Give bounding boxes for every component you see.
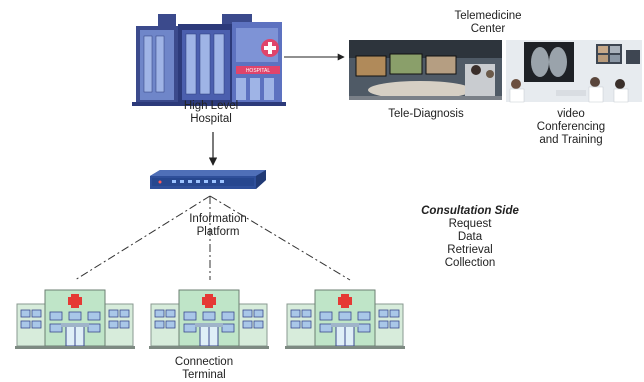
conference-room-photo [349, 40, 502, 100]
consultation-item: Retrieval [447, 244, 493, 256]
label-line: Terminal [182, 369, 226, 381]
label-line: Conferencing [536, 121, 606, 133]
label-line: Platform [196, 226, 240, 238]
label-tele-diagnosis: Tele-Diagnosis [376, 108, 476, 121]
label-telemedicine-center: Telemedicine Center [440, 10, 536, 36]
label-line: Hospital [190, 113, 232, 125]
consultation-item: Request [448, 218, 492, 230]
connection-lines [74, 195, 351, 281]
consultation-item: Data [457, 231, 483, 243]
label-line: Telemedicine [454, 10, 522, 22]
label-information-platform: Information Platform [170, 213, 266, 239]
label-line: Center [470, 23, 506, 35]
label-line: Information [189, 213, 247, 225]
xray-conference-photo [506, 40, 642, 103]
consultation-side-title: Consultation Side [421, 205, 519, 217]
label-line: Tele-Diagnosis [388, 108, 464, 120]
consultation-side-block: Consultation Side Request Data Retrieval… [400, 205, 540, 270]
main-hospital-icon: HOSPITAL [132, 14, 286, 106]
label-high-level-hospital: High Level Hospital [166, 100, 256, 126]
clinic-building-icon-1 [14, 289, 136, 350]
label-line: and Training [539, 134, 603, 146]
clinic-building-icon-3 [284, 289, 406, 350]
label-connection-terminal: Connection Terminal [156, 356, 252, 382]
label-line: video [557, 108, 585, 120]
label-line: High Level [183, 100, 239, 112]
label-line: Connection [174, 356, 234, 368]
consultation-item: Collection [444, 257, 496, 269]
hospital-sign-text: HOSPITAL [246, 68, 271, 74]
network-router-icon [150, 170, 266, 189]
label-video-conferencing: video Conferencing and Training [528, 108, 614, 147]
clinic-building-icon-2 [148, 289, 270, 350]
